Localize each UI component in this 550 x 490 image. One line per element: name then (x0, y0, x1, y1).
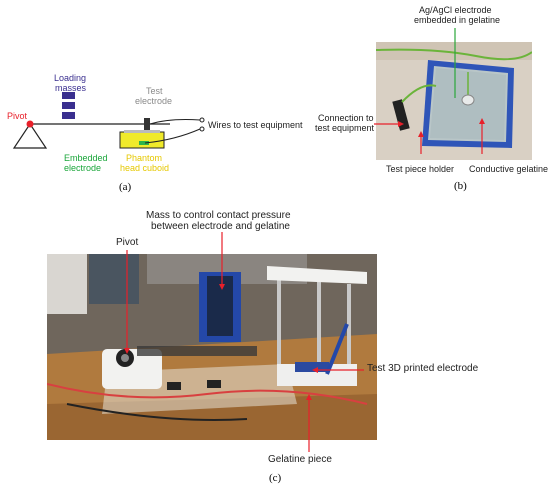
photo-b (376, 42, 532, 160)
test-equipment-label: test equipment (315, 123, 375, 133)
caption-b: (b) (454, 180, 467, 192)
mass-label-2: between electrode and gelatine (151, 221, 290, 232)
loading-label: Loading (54, 73, 87, 83)
connection-label: Connection to (318, 113, 374, 123)
electrode-label: electrode (135, 96, 173, 106)
conductive-gelatine-label: Conductive gelatine (469, 164, 549, 174)
head-cuboid-label: head cuboid (120, 163, 170, 173)
pivot-label: Pivot (7, 111, 28, 121)
masses-label: masses (55, 83, 87, 93)
mass-label-1: Mass to control contact pressure (146, 210, 291, 221)
test-label: Test (146, 86, 163, 96)
embedded-label: Embedded (64, 153, 108, 163)
embedded-electrode-label: electrode (64, 163, 102, 173)
pivot-c-label: Pivot (116, 237, 139, 248)
gelatine-piece-label: Gelatine piece (268, 454, 332, 465)
caption-a: (a) (119, 181, 132, 193)
caption-c: (c) (269, 472, 282, 484)
test3d-label: Test 3D printed electrode (367, 363, 479, 374)
holder-label: Test piece holder (386, 164, 455, 174)
embedded-gelatine-label: embedded in gelatine (414, 15, 501, 25)
photo-c (47, 254, 377, 440)
wires-label: Wires to test equipment (208, 120, 303, 130)
photo-b-drawing (376, 42, 532, 160)
phantom-label: Phantom (126, 153, 163, 163)
photo-c-drawing (47, 254, 377, 440)
agagcl-label: Ag/AgCl electrode (419, 5, 492, 15)
